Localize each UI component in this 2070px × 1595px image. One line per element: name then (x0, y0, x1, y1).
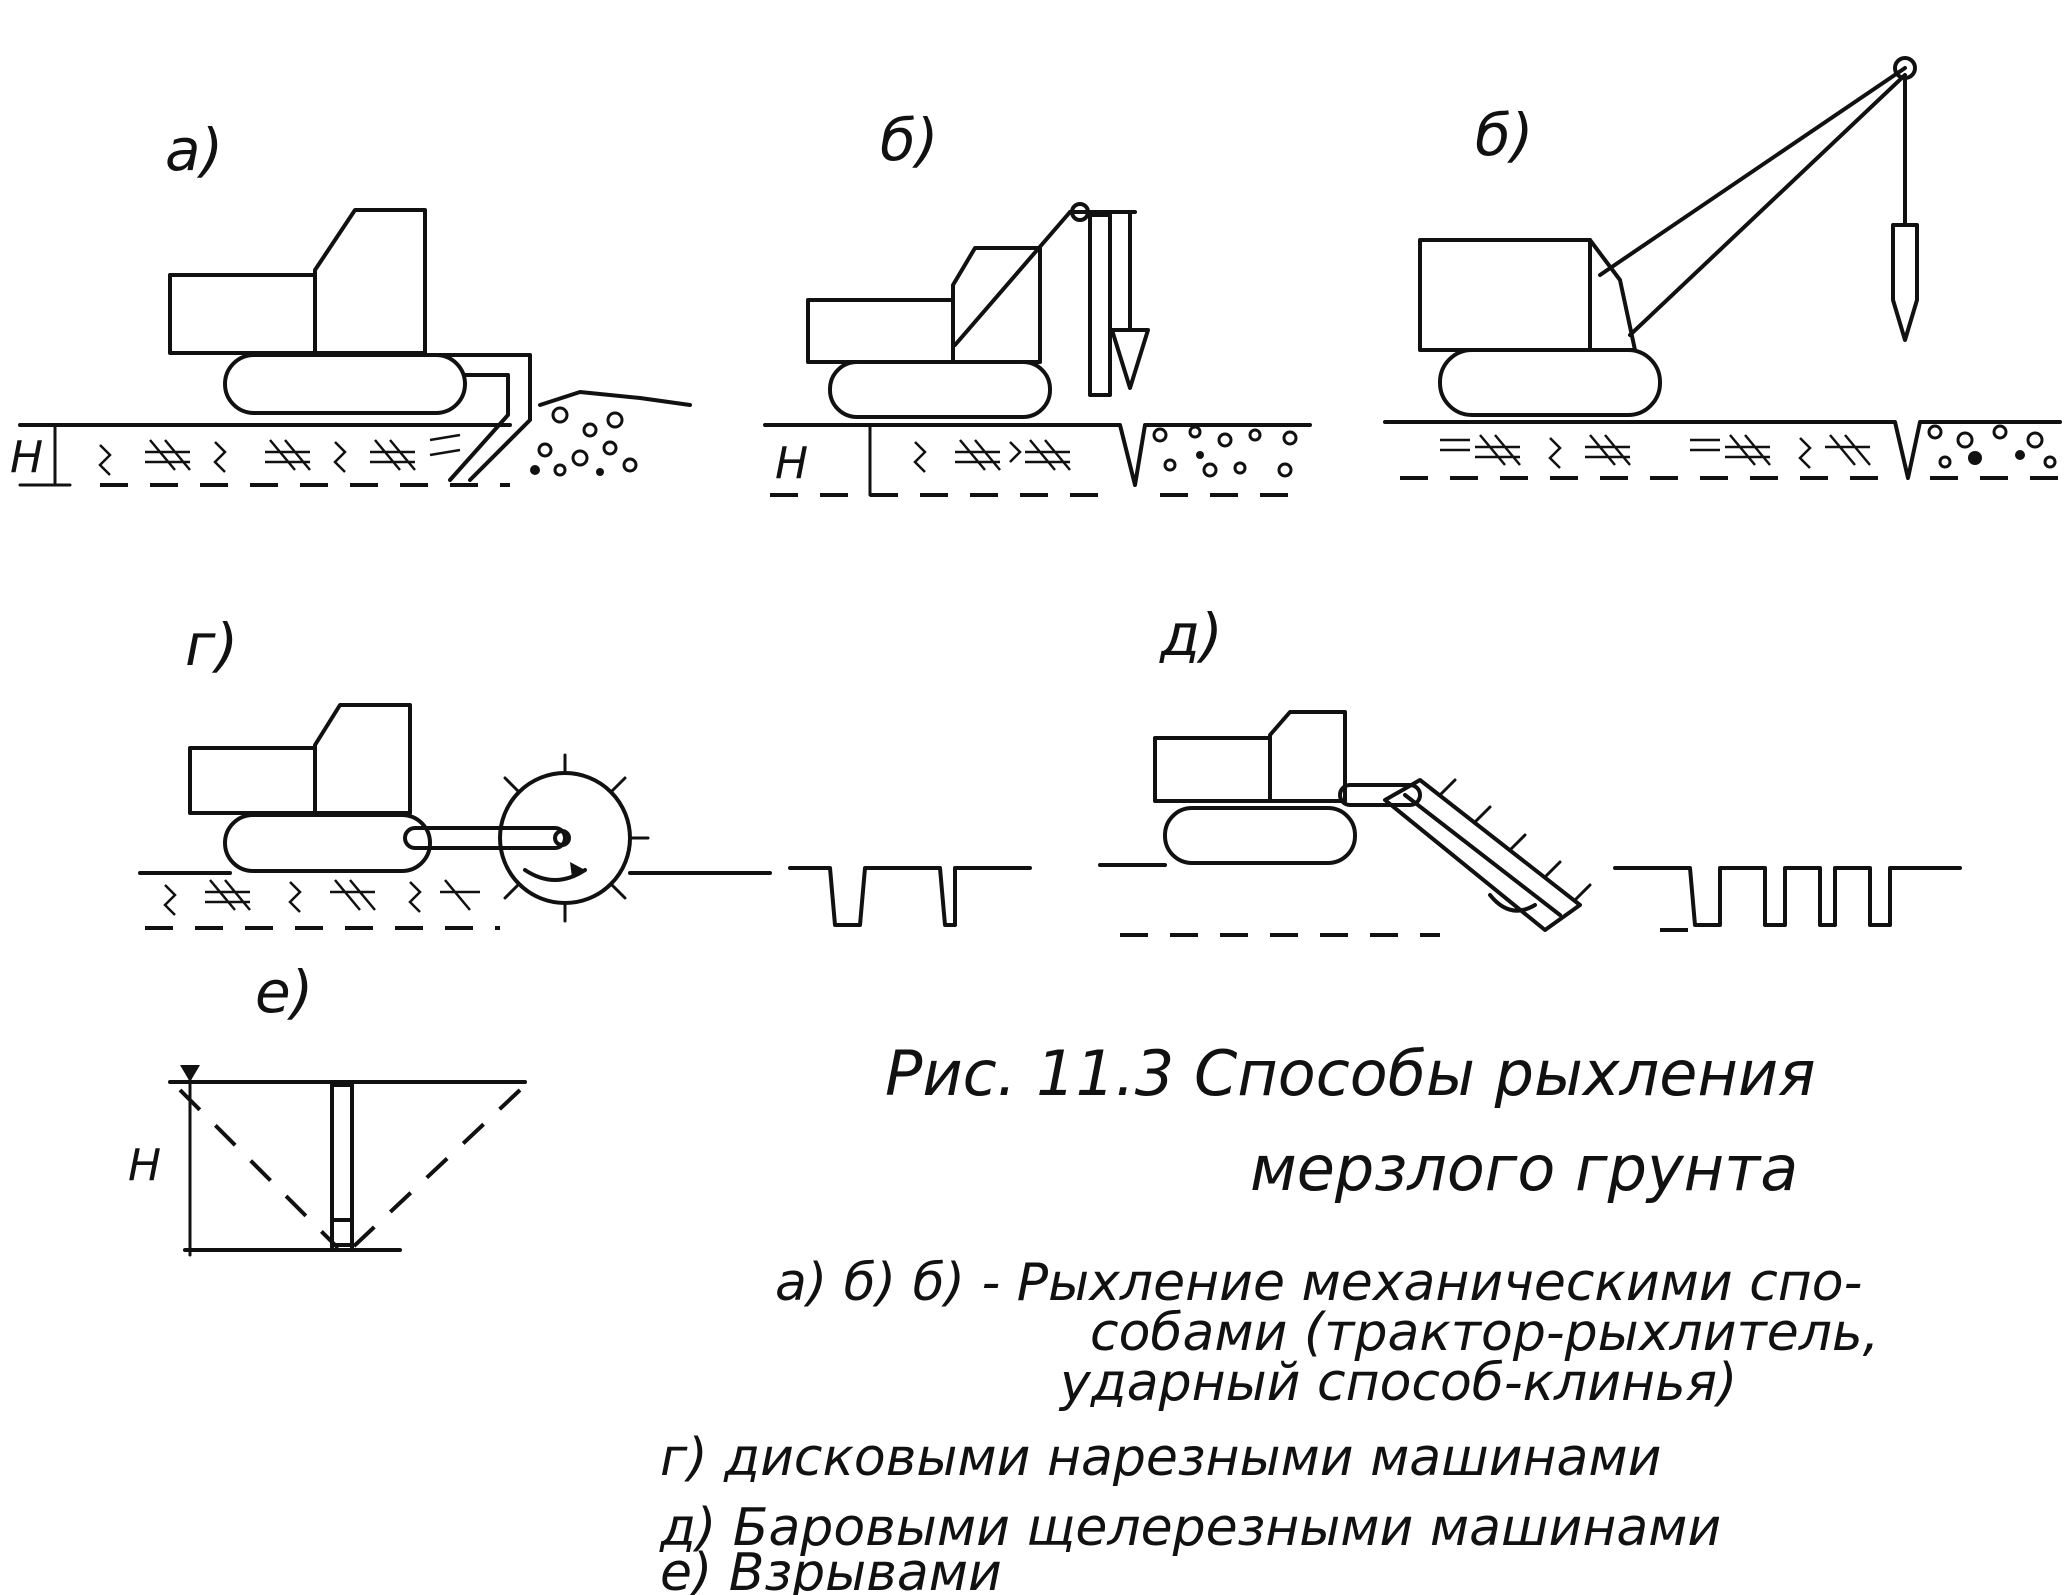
tractor-cab (313, 703, 412, 815)
legend-line-1: а) б) б) - Рыхление механическими спо- (775, 1253, 1862, 1313)
wedge-icon (1110, 328, 1150, 390)
panel-a-label: а) (165, 116, 223, 184)
caption-line-1: Рис. 11.3 Способы рыхления (885, 1037, 1816, 1110)
blast-cone-right (350, 1088, 522, 1250)
legend-line-4: г) дисковыми нарезными машинами (660, 1428, 1661, 1488)
crawler-track (828, 360, 1052, 419)
guide-mast (1088, 213, 1112, 397)
bar-arm (1338, 783, 1422, 807)
tractor-body (188, 746, 317, 815)
crawler-track (1163, 806, 1357, 865)
blast-cone-left (178, 1088, 340, 1250)
caption-line-2: мерзлого грунта (1250, 1132, 1798, 1205)
panel-d-bar-trencher: д) (1098, 601, 1962, 937)
legend-line-5: д) Баровыми щелерезными машинами (659, 1498, 1721, 1558)
cutting-bar (1383, 778, 1582, 932)
panel-e-blasting: е) H (128, 958, 527, 1257)
bar-chain (1403, 793, 1562, 917)
panel-b-wedge-driver: б) H (763, 106, 1312, 497)
ground-with-slot (763, 423, 1312, 487)
disc-arm (403, 826, 567, 850)
panel-d-label: д) (1159, 601, 1223, 669)
tractor-cab (1268, 710, 1347, 803)
borehole (330, 1083, 354, 1247)
panel-a-ripper: а) H (10, 116, 692, 487)
depth-label-a: H (10, 432, 43, 483)
depth-label-b: H (775, 438, 808, 489)
crane-boom-lower (1628, 73, 1907, 337)
tractor-body (1153, 736, 1272, 803)
disc-teeth (503, 753, 650, 923)
wedge-icon (1891, 223, 1919, 342)
panel-g-label: г) (185, 611, 238, 679)
boom (953, 210, 1072, 347)
machine-cab (951, 246, 1042, 364)
legend-line-3: ударный способ-клинья) (1058, 1353, 1737, 1413)
rotation-arrow (1488, 893, 1537, 913)
panel-v-label: б) (1475, 101, 1533, 169)
ripper-shank (448, 373, 510, 482)
cut-slots-profile (1613, 866, 1962, 927)
debris (530, 406, 638, 477)
panel-v-crane-wedge: б) (1383, 56, 2062, 480)
frozen-soil-hatching (98, 433, 461, 476)
tractor-cab (313, 208, 427, 355)
crane-boom-upper (1598, 66, 1907, 277)
panel-b-label: б) (880, 106, 938, 174)
legend-line-2: собами (трактор-рыхлитель, (1090, 1303, 1879, 1363)
figure-caption: Рис. 11.3 Способы рыхления мерзлого грун… (659, 1037, 1879, 1595)
cut-slots-profile (788, 866, 1032, 927)
frozen-soil-hatching (163, 879, 480, 916)
panel-g-disc-cutter: г) (138, 611, 1032, 930)
ground-with-slot (1383, 420, 2062, 480)
frozen-soil-hatching (913, 439, 1071, 473)
debris (1927, 424, 2057, 469)
debris (1152, 425, 1298, 478)
depth-label-e: H (128, 1140, 161, 1191)
ripper-arm (358, 353, 532, 482)
legend-line-6: е) Взрывами (660, 1543, 1002, 1595)
crawler-track (1438, 348, 1662, 417)
crawler-track (223, 353, 467, 415)
loosened-heap (538, 390, 692, 407)
crane-body (1418, 238, 1592, 352)
tractor-body (168, 273, 317, 355)
frozen-soil-hatching (1440, 434, 1871, 469)
machine-body (806, 298, 955, 364)
panel-e-label: е) (255, 958, 313, 1026)
crawler-track (223, 813, 432, 873)
chain-teeth (1438, 778, 1592, 902)
